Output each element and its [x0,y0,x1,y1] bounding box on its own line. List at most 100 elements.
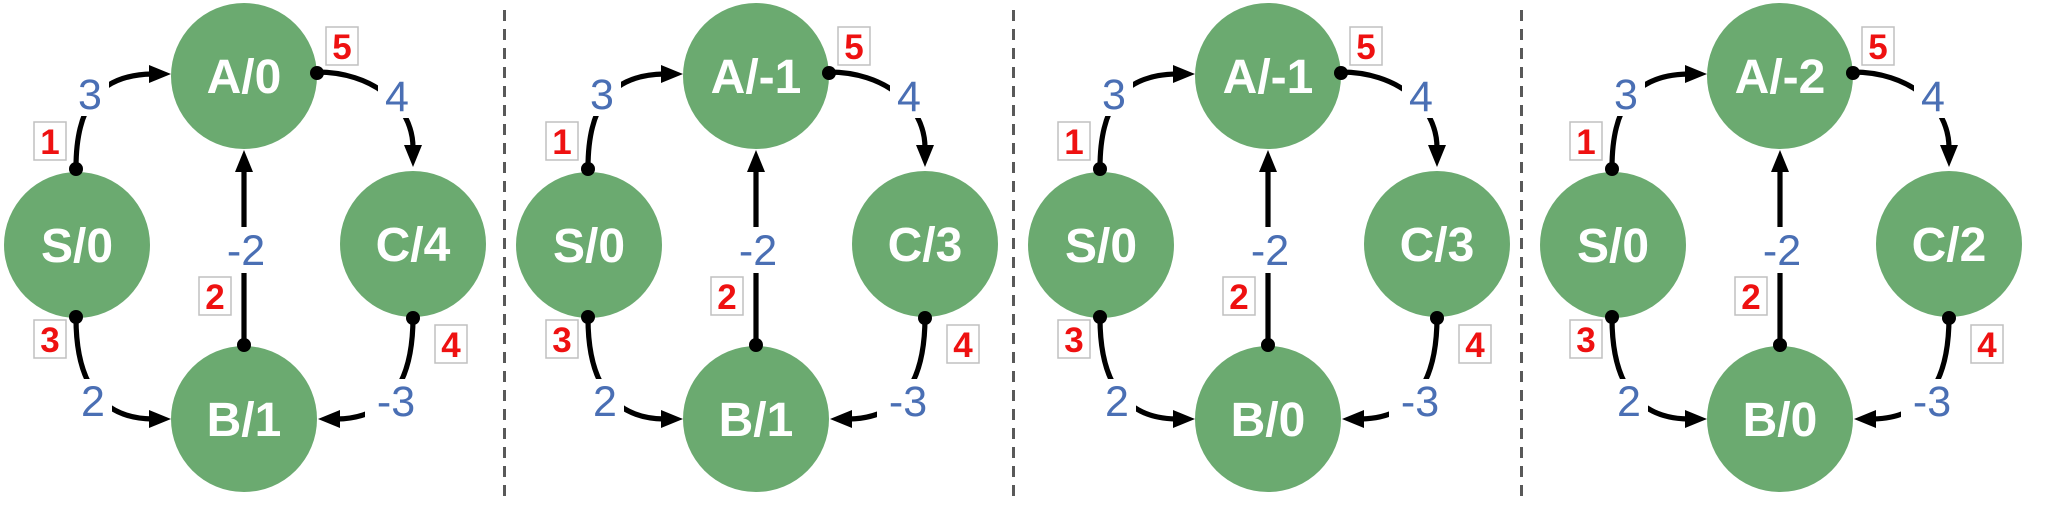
node-A-label: A/-1 [1223,51,1314,104]
node-B-label: B/0 [1743,394,1818,447]
edge-A-to-C-order-box [837,26,871,66]
edge-A-to-C-order-label: 5 [1356,28,1375,67]
node-B [683,346,829,492]
node-S-label: S/0 [1065,220,1137,273]
edge-A-to-C-order-box [325,26,359,66]
edge-C-to-B-order-label: 4 [1465,326,1485,365]
edge-S-to-A-order-label: 1 [1576,123,1595,162]
edge-A-to-C-tail-dot [1846,66,1860,80]
edge-B-to-A-weight-label: -2 [227,227,265,275]
node-B-label: B/1 [719,394,794,447]
edge-S-to-B-arrowhead-icon [149,410,171,428]
edge-S-to-A-order-label: 1 [552,123,571,162]
edge-S-to-B-weight-backdrop [586,379,624,423]
edge-S-to-B-order-box [1057,319,1091,359]
edge-A-to-C-weight-label: 4 [1409,73,1433,121]
edge-C-to-B-order-label: 4 [953,326,973,365]
edge-C-to-B-tail-dot [406,311,420,325]
node-A [1707,3,1853,149]
edge-S-to-B-arrowhead-icon [1685,410,1707,428]
edge-C-to-B-order-box [1970,324,2004,364]
edge-B-to-A-weight-label: -2 [1763,227,1801,275]
node-B [1195,346,1341,492]
node-C [1364,171,1510,317]
node-S-label: S/0 [41,220,113,273]
edge-C-to-B-tail-dot [918,311,932,325]
edge-B-to-A-weight-label: -2 [739,227,777,275]
edge-S-to-A-tail-dot [1605,162,1619,176]
edge-C-to-B-tail-dot [1430,311,1444,325]
edge-B-to-A-order-box [198,276,232,316]
edge-S-to-A-arrowhead-icon [1173,65,1195,83]
edge-C-to-B-order-box [434,324,468,364]
edge-S-to-A-weight-backdrop [1607,72,1645,116]
edge-S-to-B-weight-label: 2 [1617,378,1641,426]
edge-S-to-A-arrowhead-icon [149,65,171,83]
edge-C-to-B-arrowhead-icon [1854,410,1876,428]
edge-C-to-B-weight-label: -3 [1913,378,1951,426]
edge-A-to-C-tail-dot [1334,66,1348,80]
edge-C-to-B-arrowhead-icon [830,410,852,428]
edge-B-to-A-order-box [1734,276,1768,316]
node-A-label: A/-2 [1735,51,1826,104]
node-B [1707,346,1853,492]
edge-C-to-B-order-label: 4 [1977,326,1997,365]
edge-S-to-A-weight-backdrop [1095,72,1133,116]
edge-S-to-B-weight-label: 2 [1105,378,1129,426]
edge-S-to-B-weight-label: 2 [593,378,617,426]
edge-A-to-C-order-label: 5 [1868,28,1887,67]
edge-B-to-A-weight-label: -2 [1251,227,1289,275]
node-B-label: B/0 [1231,394,1306,447]
edge-S-to-A-tail-dot [1093,162,1107,176]
edge-S-to-B-weight-backdrop [1098,379,1136,423]
edge-A-to-C-weight-backdrop [378,74,416,118]
edge-B-to-A-order-label: 2 [205,278,224,317]
edge-C-to-B-weight-backdrop [1901,379,1963,423]
edge-C-to-B-order-box [1458,324,1492,364]
edge-C-to-B-arrowhead-icon [318,410,340,428]
edge-C-to-B-arrowhead-icon [1342,410,1364,428]
edge-S-to-A-weight-label: 3 [1102,71,1126,119]
edge-S-to-B-arrowhead-icon [661,410,683,428]
edge-B-to-A-arrowhead-icon [235,150,253,172]
edge-B-to-A-weight-backdrop [1751,227,1813,273]
edge-S-to-B-weight-backdrop [74,379,112,423]
edge-S-to-A-weight-backdrop [583,72,621,116]
panel-divider [503,10,506,496]
edge-B-to-A-tail-dot [1261,338,1275,352]
edge-S-to-A-weight-label: 3 [590,71,614,119]
edge-B-to-A-arrowhead-icon [1259,150,1277,172]
edge-B-to-A-order-label: 2 [1229,278,1248,317]
edge-S-to-A-arrowhead-icon [661,65,683,83]
edge-S-to-A-weight-backdrop [71,72,109,116]
node-S [1540,172,1686,318]
edge-A-to-C-arrowhead-icon [404,145,422,167]
panel-divider [1012,10,1015,496]
edge-B-to-A-weight-backdrop [215,227,277,273]
edge-S-to-A-tail-dot [581,162,595,176]
edge-C-to-B-weight-backdrop [365,379,427,423]
edge-A-to-C-order-box [1349,26,1383,66]
edge-B-to-A-order-label: 2 [717,278,736,317]
edge-B-to-A-arrowhead-icon [747,150,765,172]
edge-S-to-A-weight-label: 3 [78,71,102,119]
edge-S-to-B-order-label: 3 [552,321,571,360]
edge-B-to-A-weight-backdrop [727,227,789,273]
edge-A-to-C-arrowhead-icon [1428,145,1446,167]
edge-B-to-A-order-box [1222,276,1256,316]
edge-C-to-B-weight-label: -3 [889,378,927,426]
edge-B-to-A-order-box [710,276,744,316]
edge-S-to-A-weight-label: 3 [1614,71,1638,119]
edge-B-to-A-arrowhead-icon [1771,150,1789,172]
node-A-label: A/0 [207,51,282,104]
edge-C-to-B-order-box [946,324,980,364]
node-C [340,171,486,317]
edge-A-to-C-weight-backdrop [1402,74,1440,118]
edge-S-to-A-order-label: 1 [1064,123,1083,162]
node-A [171,3,317,149]
node-S [1028,172,1174,318]
